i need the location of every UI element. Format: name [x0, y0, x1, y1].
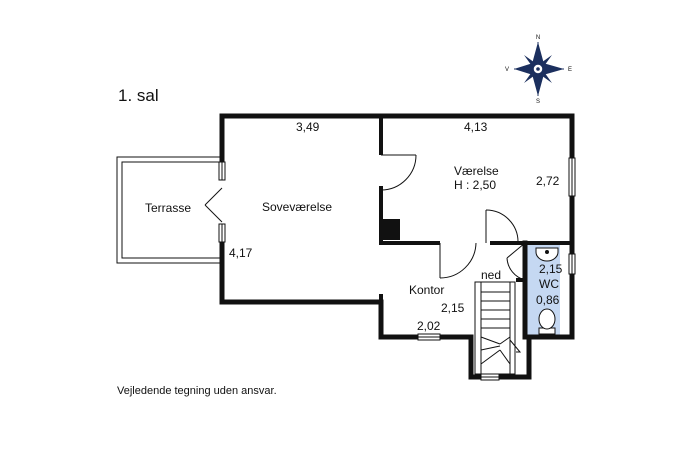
disclaimer: Vejledende tegning uden ansvar.	[117, 385, 277, 397]
dim-vaerelse-width: 4,13	[464, 120, 488, 134]
windows	[218, 157, 576, 381]
compass-west-label: V	[505, 67, 509, 73]
room-label-kontor: Kontor	[409, 283, 444, 297]
dim-sovevaerelse-depth: 4,17	[229, 246, 253, 260]
compass-north-label: N	[536, 35, 540, 41]
compass-south-label: S	[536, 99, 540, 105]
terrace-outline	[116, 156, 222, 264]
toilet-icon	[538, 308, 556, 335]
dim-sovevaerelse-width: 3,49	[296, 120, 320, 134]
room-height-vaerelse: H : 2,50	[454, 178, 496, 192]
room-label-terrasse: Terrasse	[145, 201, 191, 215]
compass-east-label: E	[568, 67, 572, 73]
staircase	[474, 281, 522, 375]
room-label-wc: WC	[539, 277, 559, 291]
compass-rose-icon: N S E V	[505, 35, 572, 105]
dim-kontor-depth: 2,15	[441, 301, 465, 315]
stairs-label-ned: ned	[481, 268, 501, 282]
dim-wc-width: 2,15	[539, 262, 563, 276]
chimney	[381, 219, 400, 240]
room-label-sovevaerelse: Soveværelse	[262, 200, 332, 214]
floor-title: 1. sal	[118, 86, 159, 105]
dim-kontor-width: 2,02	[417, 319, 441, 333]
sink-icon	[535, 247, 559, 262]
room-label-vaerelse: Værelse	[454, 164, 499, 178]
doors	[204, 154, 526, 281]
dim-wc-depth: 0,86	[536, 293, 560, 307]
dim-vaerelse-depth: 2,72	[536, 174, 560, 188]
